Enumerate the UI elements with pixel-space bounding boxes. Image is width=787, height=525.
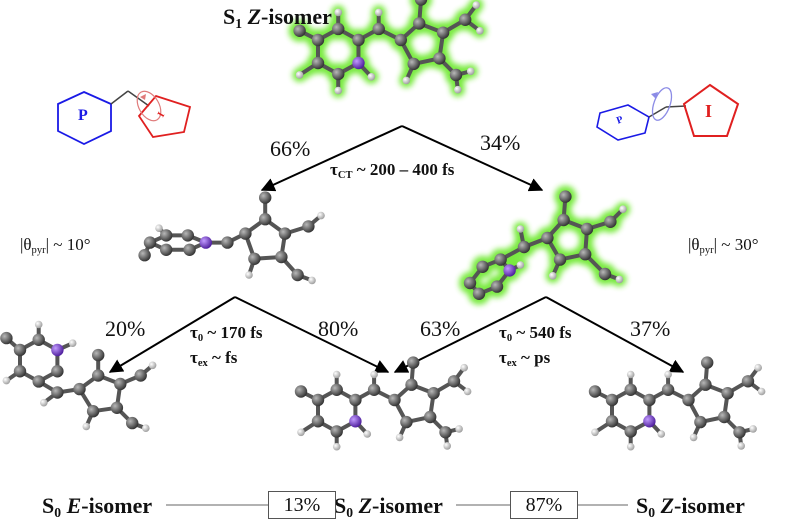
molecule-s0-z-isomer-right — [588, 356, 766, 451]
molecule-s0-e-isomer — [0, 320, 157, 433]
branch-top-left-pct: 66% — [270, 136, 311, 161]
molecule-s0-z-isomer-mid — [294, 356, 472, 451]
cyclopentene-ring-right — [682, 83, 740, 137]
branch-arrows — [108, 125, 685, 373]
tau0-right-label: τ0 ~ 540 fs — [499, 323, 572, 345]
ring-label-p-left: P — [78, 107, 88, 124]
title-s0-z-isomer-mid: S0 Z-isomer — [334, 493, 443, 521]
molecule-s1-z-isomer — [288, 0, 487, 98]
title-s0-z-isomer-right: S0 Z-isomer — [636, 493, 745, 521]
title-s1-z-isomer: S1 Z-isomer — [223, 4, 332, 32]
tau-ct-label: τCT ~ 200 – 400 fs — [330, 160, 455, 182]
arrow-left-to-e — [108, 296, 236, 373]
molecule-intermediate-right — [459, 185, 630, 305]
arrow-right-to-z2 — [545, 296, 685, 373]
arrow-right-to-z — [393, 296, 547, 373]
tauex-left-label: τex ~ fs — [190, 348, 238, 370]
branch-left-z-pct: 80% — [318, 316, 359, 341]
molecule-intermediate-left — [138, 191, 325, 285]
branch-right-z2-pct: 37% — [630, 316, 671, 341]
arrow-top-left — [260, 125, 403, 192]
pyridine-ring-right — [596, 104, 650, 141]
theta-pyr-left: |θpyr| ~ 10° — [20, 235, 91, 257]
branch-right-z-pct: 63% — [420, 316, 461, 341]
yield-box-e: 13% — [268, 491, 336, 519]
schematic-right — [596, 83, 740, 141]
title-s0-e-isomer: S0 E-isomer — [42, 493, 153, 521]
arrow-left-to-z — [234, 296, 390, 373]
branch-top-right-pct: 34% — [480, 130, 521, 155]
yield-box-z: 87% — [510, 491, 578, 519]
tau0-left-label: τ0 ~ 170 fs — [190, 323, 263, 345]
branch-left-e-pct: 20% — [105, 316, 146, 341]
arrow-top-right — [401, 125, 544, 192]
schematic-left — [57, 90, 192, 146]
ring-label-i-right: I — [705, 101, 713, 121]
tauex-right-label: τex ~ ps — [499, 348, 551, 370]
theta-pyr-right: |θpyr| ~ 30° — [688, 235, 759, 257]
